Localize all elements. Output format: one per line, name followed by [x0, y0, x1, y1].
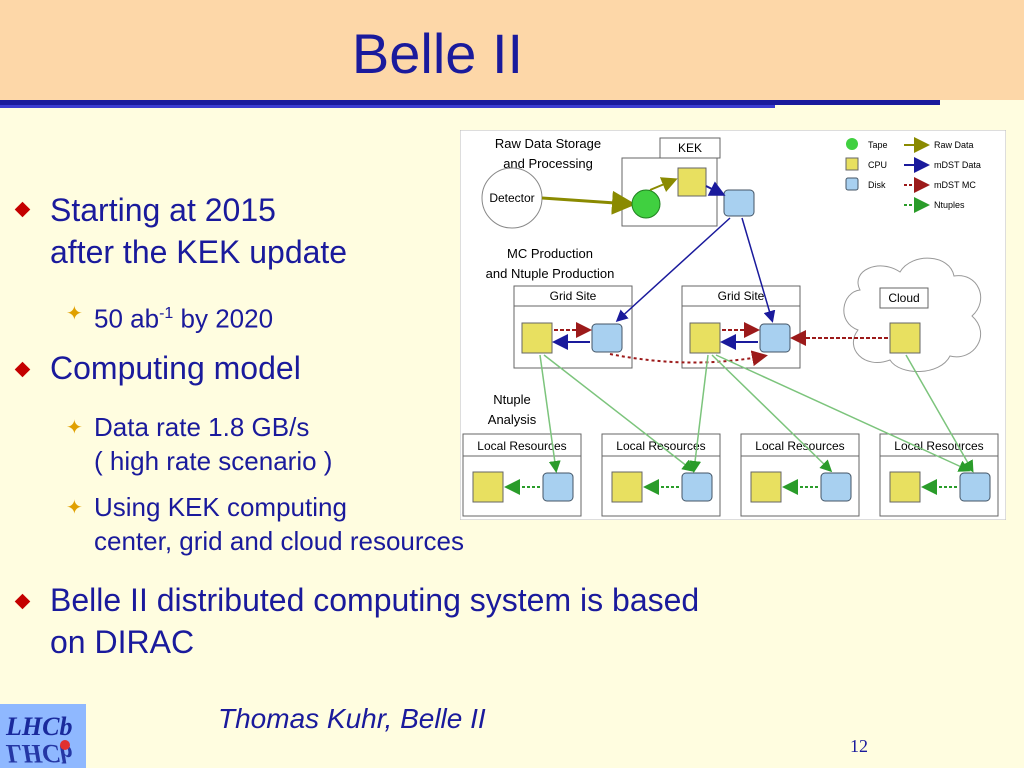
cloud-tab — [879, 287, 929, 309]
bullet-diamond-icon — [14, 201, 31, 218]
legend-mdst-data-label: mDST Data — [934, 160, 981, 170]
cloud-label: Cloud — [888, 291, 919, 305]
legend-raw-label: Raw Data — [934, 140, 974, 150]
bullet-diamond-icon — [14, 593, 31, 610]
disk-icon — [959, 472, 991, 502]
cpu-icon — [689, 322, 721, 354]
superscript: -1 — [159, 305, 174, 322]
raw-data-arrow — [541, 190, 636, 215]
disk-icon — [542, 472, 574, 502]
local-resources-box: Local Resources — [601, 433, 721, 517]
cpu-icon — [750, 471, 782, 503]
page-number: 12 — [850, 736, 868, 756]
disk-icon — [681, 472, 713, 502]
grid-site-label: Grid Site — [550, 289, 597, 303]
cpu-icon — [889, 322, 921, 354]
sub-bullet-50ab: 50 ab-1 by 2020 — [94, 297, 273, 336]
logo-dot — [60, 740, 70, 750]
legend-disk-icon — [845, 177, 859, 191]
legend-mdst-mc-label: mDST MC — [934, 180, 976, 190]
mdst-data-arrow — [741, 217, 776, 323]
disk-icon — [591, 323, 623, 353]
sub-bullet-text: Data rate 1.8 GB/s — [94, 412, 310, 442]
disk-icon — [759, 323, 791, 353]
mdst-mc-arrow — [609, 350, 768, 367]
computing-model-diagram: Raw Data Storage and Processing KEK Dete… — [460, 130, 1006, 520]
kek-tab — [659, 137, 721, 159]
detector-label: Detector — [489, 191, 534, 205]
lhcb-logo: LHCb LHCb — [0, 704, 86, 768]
legend-cpu-label: CPU — [868, 160, 887, 170]
title-rule — [0, 100, 940, 105]
kek-label: KEK — [678, 141, 702, 155]
legend-cpu-icon — [845, 157, 859, 171]
bullet-starting: Starting at 2015 after the KEK update — [50, 189, 347, 273]
disk-icon — [723, 189, 755, 217]
legend-ntuples-label: Ntuples — [934, 200, 965, 210]
grid-site-label: Grid Site — [718, 289, 765, 303]
cloud-shape — [843, 257, 982, 372]
bullet-text: on DIRAC — [50, 624, 195, 660]
ntuple-flow-lines — [539, 354, 974, 473]
cpu-icon — [677, 167, 707, 197]
legend-tape-icon — [846, 138, 858, 150]
mc-production-label: and Ntuple Production — [486, 266, 615, 281]
mdst-data-arrow — [615, 217, 731, 323]
bullet-diamond-icon — [14, 361, 31, 378]
mc-production-label: MC Production — [507, 246, 593, 261]
cpu-icon — [611, 471, 643, 503]
mdst-data-arrow — [705, 181, 726, 196]
sub-bullet-text: 50 ab — [94, 303, 160, 334]
sub-bullet-data-rate: Data rate 1.8 GB/s ( high rate scenario … — [94, 410, 332, 478]
sub-bullet-star-icon: ✦ — [66, 497, 83, 519]
sub-bullet-text: Using KEK computing — [94, 492, 347, 522]
tape-icon — [631, 189, 661, 219]
local-resources-box: Local Resources — [462, 433, 582, 517]
sub-bullet-star-icon: ✦ — [66, 417, 83, 439]
local-resources-label: Local Resources — [894, 439, 983, 453]
slide-title: Belle II — [351, 22, 524, 85]
local-resources-box: Local Resources — [740, 433, 860, 517]
raw-storage-label: Raw Data Storage — [495, 136, 601, 151]
bullet-computing-model: Computing model — [50, 350, 301, 386]
raw-storage-label: and Processing — [503, 156, 593, 171]
bullet-dirac: Belle II distributed computing system is… — [50, 579, 699, 663]
bullet-text: Belle II distributed computing system is… — [50, 582, 700, 618]
sub-bullet-star-icon: ✦ — [66, 303, 83, 325]
cpu-icon — [472, 471, 504, 503]
title-rule-secondary — [0, 105, 775, 108]
local-resources-box: Local Resources — [879, 433, 999, 517]
sub-bullet-text: ( high rate scenario ) — [94, 446, 333, 476]
cpu-icon — [521, 322, 553, 354]
bullet-text: Starting at 2015 — [50, 192, 276, 228]
bullet-text: after the KEK update — [50, 234, 348, 270]
footer-author: Thomas Kuhr, Belle II — [218, 703, 486, 734]
local-resources-label: Local Resources — [477, 439, 566, 453]
ntuple-analysis-label: Analysis — [488, 412, 537, 427]
header-band — [0, 0, 1024, 100]
grid-site-tab — [681, 285, 801, 307]
logo-text: LHCb — [6, 712, 73, 741]
sub-bullet-text: by 2020 — [173, 303, 274, 334]
legend-tape-label: Tape — [868, 140, 888, 150]
cpu-icon — [889, 471, 921, 503]
legend-disk-label: Disk — [868, 180, 886, 190]
local-resources-label: Local Resources — [755, 439, 844, 453]
disk-icon — [820, 472, 852, 502]
grid-site-tab — [513, 285, 633, 307]
raw-data-arrow — [649, 177, 678, 192]
sub-bullet-kek-computing: Using KEK computing center, grid and clo… — [94, 490, 464, 558]
sub-bullet-text: center, grid and cloud resources — [94, 526, 464, 556]
ntuple-analysis-label: Ntuple — [493, 392, 531, 407]
